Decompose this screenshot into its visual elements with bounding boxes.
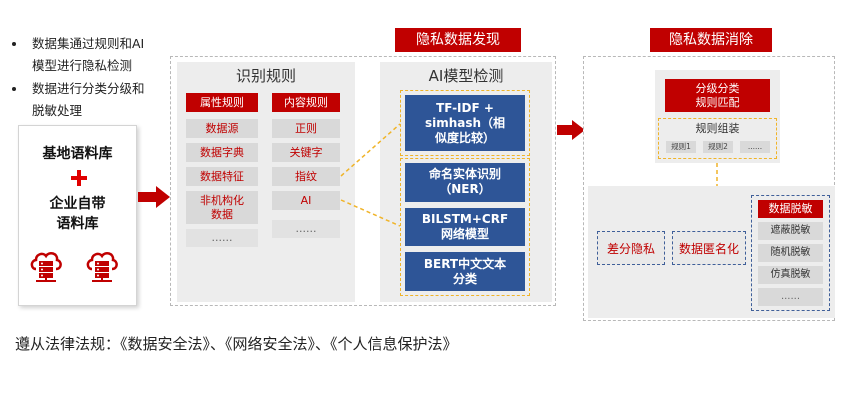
attribute-rules-header: 属性规则 (186, 93, 258, 112)
content-rule-label: ...... (295, 222, 317, 235)
corpus-box: 基地语料库 企业自带语料库 (18, 125, 137, 306)
elimination-title: 隐私数据消除 (650, 28, 772, 52)
ner-model-box: 命名实体识别（NER） (405, 163, 525, 202)
rule-assembly-group: 规则组装 规则1 规则2 ...... (658, 118, 777, 159)
ai-models-panel: AI模型检测 TF-IDF + simhash（相似度比较） 命名实体识别（NE… (380, 62, 552, 302)
rule-assembly-item: ...... (740, 141, 770, 153)
similarity-group: TF-IDF + simhash（相似度比较） (400, 90, 530, 156)
rule-matching-box: 分级分类规则匹配 (665, 79, 770, 112)
attribute-rule-label: 数据字典 (200, 145, 244, 159)
enterprise-corpus-label: 企业自带语料库 (49, 196, 106, 232)
attribute-rule-more: ...... (186, 229, 258, 247)
masking-header: 数据脱敏 (758, 200, 823, 218)
right-arrow-icon (557, 120, 585, 140)
anonymization-box: 数据匿名化 (672, 231, 746, 265)
content-rule-item: AI (272, 191, 340, 210)
rule-matching-label: 分级分类规则匹配 (695, 81, 740, 109)
bullet-text: 数据集通过规则和AI模型进行隐私检测 (32, 36, 145, 73)
content-rule-label: 指纹 (295, 169, 317, 183)
attribute-rule-label: 数据特征 (200, 169, 244, 183)
masking-item: 遮蔽脱敏 (758, 222, 823, 240)
content-rules-header: 内容规则 (272, 93, 340, 112)
masking-item: 随机脱敏 (758, 244, 823, 262)
discovery-title: 隐私数据发现 (395, 28, 521, 52)
bullet-dot (12, 87, 16, 91)
rule-assembly-title: 规则组装 (695, 122, 740, 135)
rules-title: 识别规则 (235, 67, 296, 85)
attribute-rule-item: 数据字典 (186, 143, 258, 162)
rule-matching-panel: 分级分类规则匹配 规则组装 规则1 规则2 ...... (655, 70, 780, 163)
rule-assembly-item: 规则2 (703, 141, 733, 153)
content-rule-item: 指纹 (272, 167, 340, 186)
bilstm-crf-model-box: BILSTM+CRF 网络模型 (405, 207, 525, 247)
attribute-rule-item: 数据特征 (186, 167, 258, 186)
base-corpus-label: 基地语料库 (42, 146, 113, 162)
content-rule-label: 关键字 (289, 145, 323, 159)
attribute-rule-item: 数据源 (186, 119, 258, 138)
right-arrow-icon (138, 186, 170, 208)
rule-assembly-item: 规则1 (666, 141, 696, 153)
cloud-server-icon (86, 251, 118, 282)
attribute-rule-label: 数据源 (205, 121, 239, 135)
nlp-models-group: 命名实体识别（NER） BILSTM+CRF 网络模型 BERT中文文本分类 (400, 158, 530, 296)
rules-panel: 识别规则 属性规则 数据源 数据字典 数据特征 非机构化数据 ...... 内容… (177, 62, 355, 302)
intro-bullet: 数据集通过规则和AI模型进行隐私检测 (10, 33, 160, 77)
attribute-rule-item: 非机构化数据 (186, 191, 258, 224)
bullet-dot (12, 42, 16, 46)
intro-bullet: 数据进行分类分级和脱敏处理 (10, 78, 160, 122)
content-rule-label: 正则 (295, 121, 317, 135)
bullet-text: 数据进行分类分级和脱敏处理 (32, 81, 145, 118)
differential-privacy-box: 差分隐私 (597, 231, 665, 265)
ai-models-title: AI模型检测 (428, 67, 504, 85)
masking-item: 仿真脱敏 (758, 266, 823, 284)
masking-item-more: ...... (758, 288, 823, 306)
content-rule-item: 正则 (272, 119, 340, 138)
plus-icon (71, 170, 87, 186)
content-rule-more: ...... (272, 220, 340, 238)
bert-model-box: BERT中文文本分类 (405, 252, 525, 292)
content-rule-label: AI (300, 193, 312, 207)
masking-group: 数据脱敏 遮蔽脱敏 随机脱敏 仿真脱敏 ...... (751, 195, 830, 311)
attribute-rule-label: 非机构化数据 (200, 193, 244, 221)
attribute-rule-label: ...... (211, 231, 233, 244)
similarity-model-box: TF-IDF + simhash（相似度比较） (405, 95, 525, 151)
cloud-server-icon (30, 251, 62, 282)
content-rule-item: 关键字 (272, 143, 340, 162)
compliance-note: 遵从法律法规：《数据安全法》、《网络安全法》、《个人信息保护法》 (15, 335, 458, 353)
privacy-methods-panel: 差分隐私 数据匿名化 数据脱敏 遮蔽脱敏 随机脱敏 仿真脱敏 ...... (588, 186, 835, 318)
